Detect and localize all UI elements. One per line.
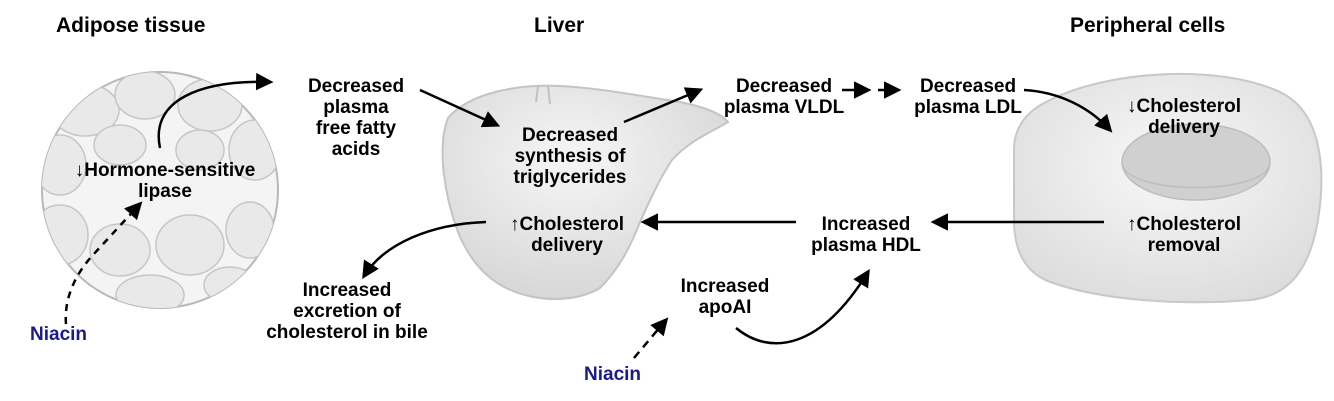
arrow-apoai-to-hdl <box>735 269 870 345</box>
heading-adipose-tissue: Adipose tissue <box>56 14 206 37</box>
arrow-tg-to-vldl <box>623 87 704 124</box>
heading-peripheral-cells: Peripheral cells <box>1070 14 1226 37</box>
label-niacin-bottom: Niacin <box>584 364 642 385</box>
label-cholesterol-removal: ↑Cholesterol removal <box>1126 214 1242 256</box>
arrow-ldl-to-periph <box>1023 88 1113 133</box>
heading-liver: Liver <box>534 14 585 37</box>
label-niacin-left: Niacin <box>30 324 88 345</box>
arrow-niacin-to-lipase <box>64 201 143 325</box>
label-decreased-free-fatty-acids: Decreased plasma free fatty acids <box>307 76 405 160</box>
label-decreased-triglyceride-synthesis: Decreased synthesis of triglycerides <box>513 125 627 188</box>
label-cholesterol-delivery-liver: ↑Cholesterol delivery <box>509 214 625 256</box>
arrows <box>64 72 1113 359</box>
arrow-lipase-to-ffa <box>157 72 274 149</box>
arrow-ffa-to-tg <box>419 88 501 128</box>
peripheral-cell-illustration <box>1013 72 1323 304</box>
label-decreased-plasma-ldl: Decreased plasma LDL <box>914 76 1022 118</box>
label-increased-bile-excretion: Increased excretion of cholesterol in bi… <box>266 280 428 343</box>
label-increased-apoai: Increased apoAI <box>680 276 770 318</box>
label-increased-plasma-hdl: Increased plasma HDL <box>811 214 921 256</box>
label-cholesterol-delivery-peripheral: ↓Cholesterol delivery <box>1126 96 1242 138</box>
arrow-liver-to-excretion <box>362 220 487 279</box>
arrow-niacin-to-apoai <box>633 317 669 359</box>
label-decreased-plasma-vldl: Decreased plasma VLDL <box>723 76 845 118</box>
label-hormone-sensitive-lipase: ↓Hormone-sensitive lipase <box>74 160 256 202</box>
liver-illustration <box>441 84 730 300</box>
